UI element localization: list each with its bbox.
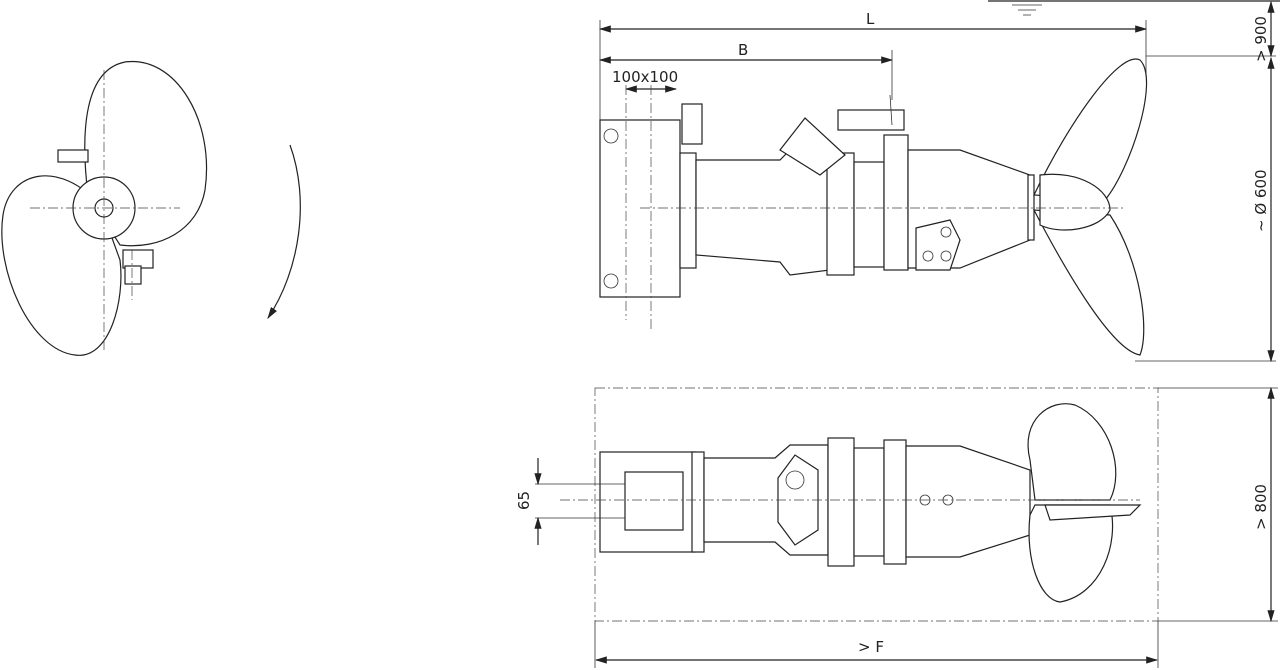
- dim-clearance: > 800: [1252, 484, 1270, 530]
- dim-depth: > 900: [1252, 16, 1270, 62]
- dim-65: 65: [515, 491, 533, 510]
- dim-diameter: ~ Ø 600: [1252, 169, 1270, 232]
- dim-frame: 100x100: [612, 68, 678, 86]
- dim-L: L: [866, 10, 875, 28]
- top-view: 65 > 800 > F: [515, 386, 1278, 668]
- water-level-icon: [1012, 4, 1042, 16]
- side-view: L B 100x100 > 900: [598, 0, 1280, 363]
- front-view-propeller: [1, 60, 301, 356]
- dim-F: > F: [858, 638, 884, 656]
- dim-B: B: [738, 41, 748, 59]
- rotation-arrow: [267, 144, 301, 319]
